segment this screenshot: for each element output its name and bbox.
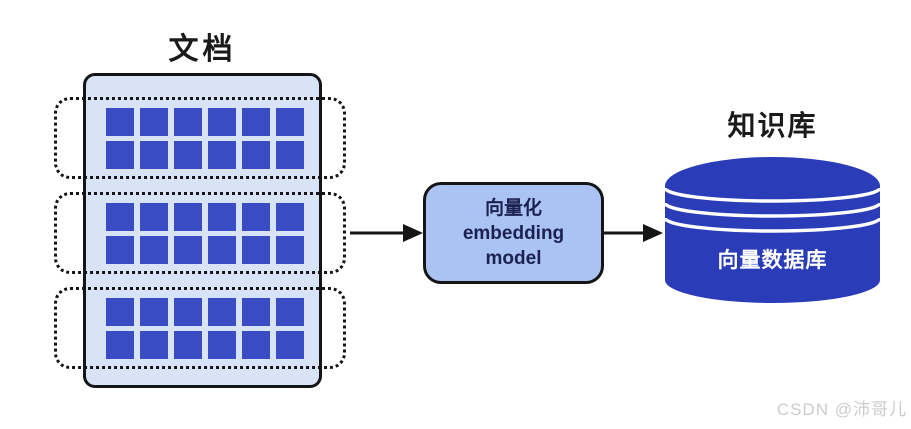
- token-square: [242, 298, 270, 326]
- token-square: [140, 108, 168, 136]
- token-square: [276, 236, 304, 264]
- token-square: [208, 108, 236, 136]
- token-square: [140, 331, 168, 359]
- chunk-group-3: [54, 287, 346, 369]
- token-square: [106, 203, 134, 231]
- token-square: [174, 298, 202, 326]
- token-square: [242, 141, 270, 169]
- token-square: [106, 141, 134, 169]
- arrow-doc-to-embedding: [350, 224, 423, 242]
- cylinder-stripe-3: [663, 217, 882, 233]
- token-square: [276, 108, 304, 136]
- knowledge-base-title: 知识库: [727, 110, 818, 141]
- token-grid: [106, 108, 304, 169]
- chunk-group-1: [54, 97, 346, 179]
- token-square: [242, 203, 270, 231]
- token-square: [140, 203, 168, 231]
- cylinder-stripe-2: [663, 202, 882, 218]
- token-square: [242, 236, 270, 264]
- token-square: [106, 108, 134, 136]
- token-square: [276, 141, 304, 169]
- token-square: [140, 141, 168, 169]
- token-square: [276, 203, 304, 231]
- token-square: [106, 298, 134, 326]
- document-title: 文档: [168, 33, 237, 66]
- token-square: [208, 298, 236, 326]
- watermark: CSDN @沛哥儿: [776, 400, 907, 419]
- token-square: [208, 236, 236, 264]
- token-square: [208, 141, 236, 169]
- chunk-group-2: [54, 192, 346, 274]
- embedding-model-box: 向量化 embedding model: [423, 182, 604, 284]
- token-square: [276, 331, 304, 359]
- token-square: [242, 331, 270, 359]
- embedding-label-en-1: embedding: [462, 222, 565, 244]
- database-cylinder-icon: [663, 157, 882, 303]
- token-grid: [106, 203, 304, 264]
- token-square: [106, 331, 134, 359]
- token-square: [106, 236, 134, 264]
- token-square: [140, 236, 168, 264]
- database-label: 向量数据库: [717, 249, 828, 272]
- token-square: [174, 236, 202, 264]
- token-square: [174, 203, 202, 231]
- cylinder-stripe-1: [663, 187, 882, 203]
- token-square: [174, 108, 202, 136]
- token-square: [276, 298, 304, 326]
- embedding-label-cn: 向量化: [484, 197, 542, 219]
- token-square: [140, 298, 168, 326]
- token-square: [174, 141, 202, 169]
- token-square: [174, 331, 202, 359]
- token-square: [208, 203, 236, 231]
- token-square: [242, 108, 270, 136]
- embedding-label-en-2: model: [485, 247, 542, 269]
- token-square: [208, 331, 236, 359]
- token-grid: [106, 298, 304, 359]
